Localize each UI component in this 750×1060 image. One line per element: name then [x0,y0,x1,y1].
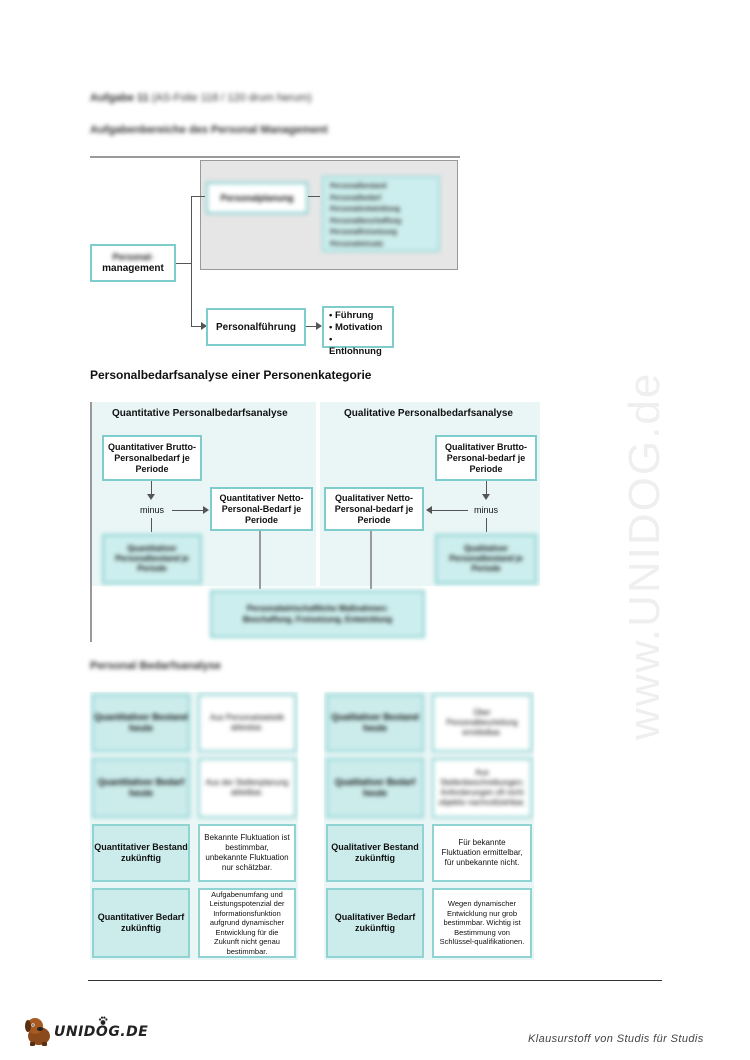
table-row-text: Bekannte Fluktuation ist bestimmbar, unb… [198,824,296,882]
leadership-item-text: Motivation [334,322,383,333]
q-bestand-text: Quantitativer Personalbestand je Periode [115,544,189,573]
task-heading: Aufgabe 11 (AS-Folie 118 / 120 drum heru… [90,92,312,104]
task-note: (AS-Folie 118 / 120 drum herum) [151,92,312,104]
planning-item: Personaleinsatz [330,240,384,248]
minus-left: minus [140,505,165,515]
q-netto-box: Quantitativer Netto-Personal-Bedarf je P… [210,487,313,531]
ql-netto-box: Qualitativer Netto-Personal-bedarf je Pe… [324,487,424,531]
measures-line: Beschaffung, Freisetzung, Entwicklung [242,615,393,624]
table-row-text: Über Personalbeurteilung ermittelbar. [432,694,532,752]
section3-title: Personal Bedarfsanalyse [90,660,221,672]
left-title: Quantitative Personalbedarfsanalyse [112,408,288,419]
planning-item: Personalbedarf [330,194,381,202]
ql-brutto-box: Qualitativer Brutto-Personal-bedarf je P… [435,435,537,481]
measures-box: Personalwirtschaftliche Maßnahmen: Besch… [210,590,425,638]
logo-text: UNIDOG.DE [54,1024,149,1040]
leadership-box: Personalführung [206,308,306,346]
section1-title: Aufgabenbereiche des Personal Management [90,124,328,136]
footer-tagline: Klausurstoff von Studis für Studis [528,1033,704,1045]
planning-item: Personalentwicklung [330,206,401,213]
table-row-label: Qualitativer Bestand zukünftig [326,824,424,882]
minus-right: minus [474,505,499,515]
table-row-text: Für bekannte Fluktuation ermittelbar, fü… [432,824,532,882]
leadership-item: • Motivation [329,322,383,333]
table-row-text: Wegen dynamischer Entwicklung nur grob b… [432,888,532,958]
planning-box: Personalplanung [206,182,308,214]
leadership-items: • Führung • Motivation • Entlohnung [322,306,394,357]
table-row-label: Quantitativer Bedarf zukünftig [92,888,190,958]
leadership-item-text: Entlohnung [329,346,382,357]
leadership-item: • Führung [329,310,374,321]
table-row-text: Aufgabenumfang und Leistungspotenzial de… [198,888,296,958]
measures-line: Personalwirtschaftliche Maßnahmen: [246,604,389,613]
leadership-item: • Entlohnung [329,334,382,357]
task-title: Aufgabe 11 [90,92,149,104]
table-row-label: Quantitativer Bestand heute [92,694,190,752]
table-row-label: Qualitativer Bedarf zukünftig [326,888,424,958]
footer-divider [88,980,662,981]
table-row-text: Aus der Stellenplanung ableitbar. [198,758,296,818]
table-row-text: Aus Personalstatistik ablesbar. [198,694,296,752]
table-row-label: Qualitativer Bestand heute [326,694,424,752]
q-brutto-box: Quantitativer Brutto-Personalbedarf je P… [102,435,202,481]
root-box-bottom: management [102,263,164,274]
q-bestand-box: Quantitativer Personalbestand je Periode [102,534,202,584]
planning-item: Personalbeschaffung [330,217,402,225]
table-row-label: Qualitativer Bedarf heute [326,758,424,818]
root-box: Personal- management [90,244,176,282]
planning-items: Personalbestand Personalbedarf Personale… [322,176,440,252]
root-box-top: Personal- [112,252,154,262]
table-row-text: Aus Stellenbeschreibungen; Anforderungen… [432,758,532,818]
right-title: Qualitative Personalbedarfsanalyse [344,408,513,419]
ql-bestand-box: Qualitativer Personalbestand je Periode [435,534,537,584]
table-row-label: Quantitativer Bedarf heute [92,758,190,818]
paw-icon [98,1016,108,1025]
planning-item: Personalbestand [330,183,387,190]
watermark-text: www.UNIDOG.de [620,371,669,740]
footer-logo: UNIDOG.DE [22,1014,152,1048]
dog-icon [25,1018,50,1046]
section2-title: Personalbedarfsanalyse einer Personenkat… [90,368,372,382]
planning-item: Personalfreisetzung [330,229,397,236]
table-row-label: Quantitativer Bestand zukünftig [92,824,190,882]
leadership-item-text: Führung [334,310,374,321]
ql-bestand-text: Qualitativer Personalbestand je Periode [449,544,523,573]
